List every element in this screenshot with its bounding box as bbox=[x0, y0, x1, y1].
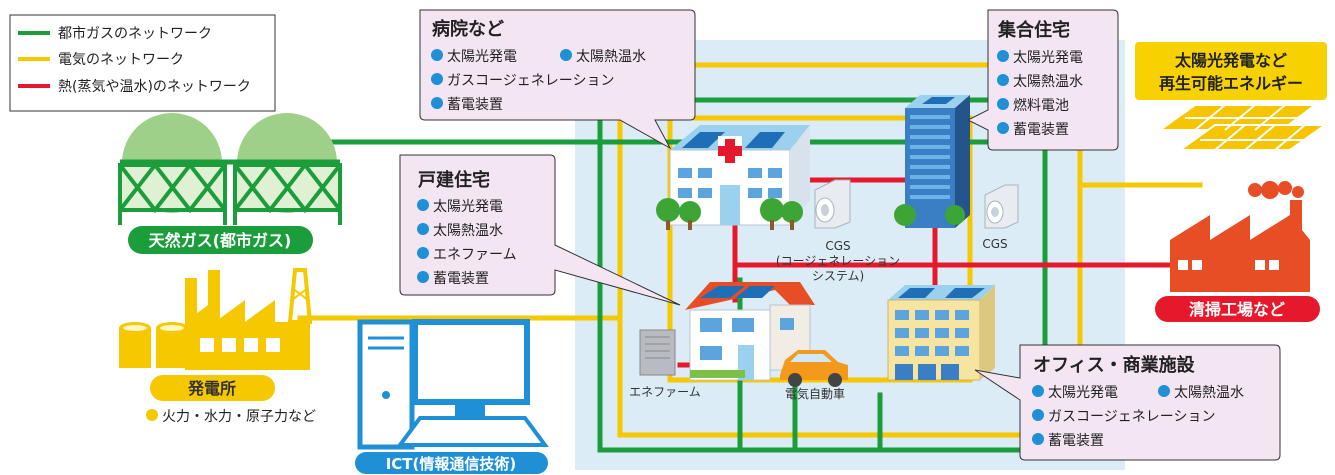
power-plant-bullet bbox=[146, 409, 158, 421]
renewable-label-line2: 再生可能エネルギー bbox=[1159, 74, 1303, 93]
cgs-unit-2-icon bbox=[984, 184, 1019, 229]
factory-pill bbox=[1155, 296, 1320, 322]
house-item-1: 太陽光発電 bbox=[433, 199, 503, 215]
red-cross-icon bbox=[718, 139, 742, 163]
house-title: 戸建住宅 bbox=[418, 169, 490, 191]
apartment-item-4: 蓄電装置 bbox=[1013, 122, 1069, 138]
house-item-3: エネファーム bbox=[433, 247, 517, 263]
office-building bbox=[887, 285, 995, 381]
cgs-label-line2: (コージェネレーション bbox=[776, 254, 900, 268]
hospital-item-1: 太陽光発電 bbox=[447, 49, 517, 65]
power-plant-label: 発電所 bbox=[187, 379, 236, 398]
ev-car-icon bbox=[780, 350, 848, 387]
renewable-label-line1: 太陽光発電など bbox=[1174, 51, 1287, 70]
hospital-item-4: 蓄電装置 bbox=[447, 97, 503, 113]
legend-gas-label: 都市ガスのネットワーク bbox=[58, 25, 212, 42]
hospital-building bbox=[656, 125, 810, 230]
gas-label-pill bbox=[128, 226, 313, 254]
house-callout: 戸建住宅 太陽光発電 太陽熱温水 エネファーム 蓄電装置 bbox=[399, 154, 681, 306]
office-item-1: 太陽光発電 bbox=[1048, 385, 1118, 401]
enefarm-unit-icon bbox=[639, 329, 676, 376]
cgs-label-line1: CGS bbox=[825, 239, 850, 253]
office-item-2: 太陽熱温水 bbox=[1174, 385, 1244, 401]
office-item-4: 蓄電装置 bbox=[1048, 433, 1104, 449]
ict-pill bbox=[355, 452, 548, 474]
cgs-unit-icon bbox=[814, 179, 851, 229]
hospital-item-3: ガスコージェネレーション bbox=[447, 73, 614, 89]
office-item-3: ガスコージェネレーション bbox=[1048, 409, 1215, 425]
enefarm-label: エネファーム bbox=[629, 385, 701, 399]
legend: 都市ガスのネットワーク 電気のネットワーク 熱(蒸気や温水)のネットワーク bbox=[9, 14, 276, 112]
house-item-4: 蓄電装置 bbox=[433, 271, 489, 287]
house-building bbox=[685, 282, 815, 381]
apartment-title: 集合住宅 bbox=[997, 19, 1070, 41]
computer-icon bbox=[357, 319, 549, 450]
cgs-label-2: CGS bbox=[982, 237, 1007, 251]
office-callout: オフィス・商業施設 太陽光発電 太陽熱温水 ガスコージェネレーション 蓄電装置 bbox=[974, 344, 1281, 461]
hospital-title: 病院など bbox=[432, 18, 504, 40]
apartment-item-1: 太陽光発電 bbox=[1013, 50, 1083, 66]
apartment-item-3: 燃料電池 bbox=[1013, 97, 1069, 114]
apartment-item-2: 太陽熱温水 bbox=[1013, 74, 1083, 90]
legend-heat-label: 熱(蒸気や温水)のネットワーク bbox=[58, 79, 251, 95]
factory-label: 清掃工場など bbox=[1189, 300, 1285, 319]
hospital-callout: 病院など 太陽光発電 太陽熱温水 ガスコージェネレーション 蓄電装置 bbox=[419, 9, 696, 150]
ev-label: 電気自動車 bbox=[785, 386, 845, 401]
legend-electric-label: 電気のネットワーク bbox=[58, 52, 184, 68]
gas-tanks-icon bbox=[118, 113, 342, 225]
apartment-building bbox=[894, 95, 970, 228]
apartment-callout: 集合住宅 太陽光発電 太陽熱温水 燃料電池 蓄電装置 bbox=[966, 9, 1119, 151]
cgs-label-line3: システム) bbox=[812, 269, 864, 283]
power-plant-pill bbox=[150, 375, 275, 401]
solar-panels-icon bbox=[1156, 104, 1329, 151]
power-plant-icon bbox=[119, 268, 313, 370]
renewable-label-box bbox=[1135, 42, 1327, 100]
hospital-item-2: 太陽熱温水 bbox=[576, 49, 646, 65]
ict-label: ICT(情報通信技術) bbox=[386, 455, 517, 473]
office-title: オフィス・商業施設 bbox=[1033, 354, 1196, 376]
factory-icon bbox=[1170, 181, 1310, 292]
gas-label: 天然ガス(都市ガス) bbox=[149, 231, 292, 250]
house-item-2: 太陽熱温水 bbox=[433, 223, 503, 239]
power-plant-sub: 火力・水力・原子力など bbox=[162, 409, 316, 425]
